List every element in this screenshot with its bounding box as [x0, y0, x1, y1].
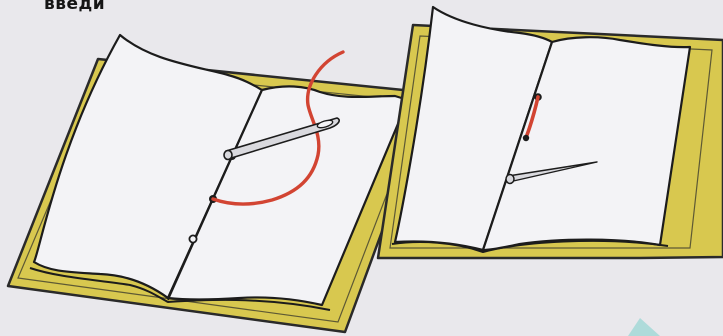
right-spine-hole-middle — [523, 135, 529, 141]
left-open-book — [8, 35, 433, 332]
right-open-book — [378, 7, 723, 258]
spine-hole-bottom — [189, 235, 196, 242]
corner-decoration — [628, 318, 660, 336]
